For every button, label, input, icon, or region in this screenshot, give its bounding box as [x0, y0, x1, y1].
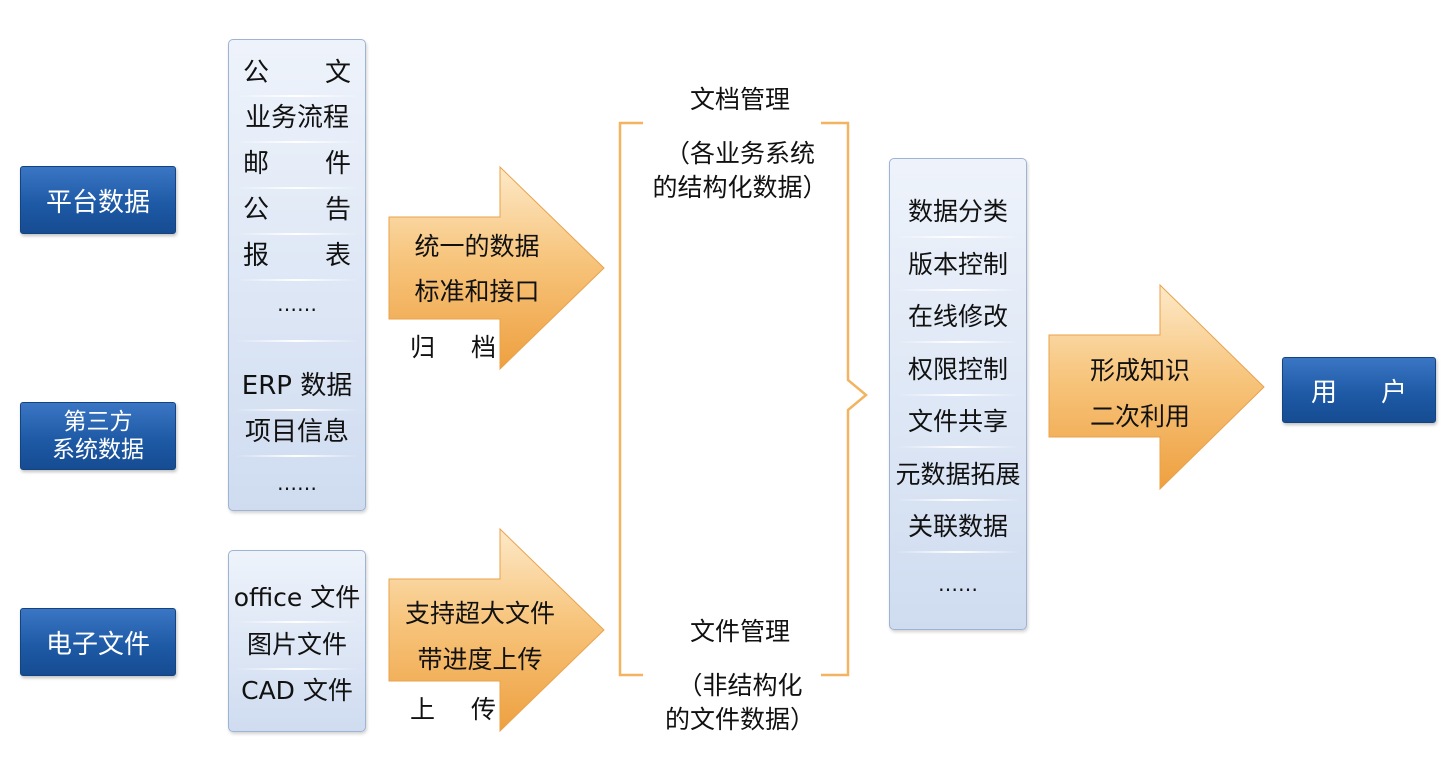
feature-item: 权限控制	[907, 355, 1008, 384]
list-item-image: 图片文件	[246, 630, 347, 659]
list-item-project: 项目信息	[244, 417, 349, 447]
doc-mgmt-title: 文档管理	[689, 85, 790, 114]
list-item-cad: CAD 文件	[241, 676, 353, 705]
user-label-2: 户	[1380, 377, 1407, 408]
feature-item: 数据分类	[907, 197, 1008, 226]
file-types-panel: office 文件 图片文件 CAD 文件	[228, 550, 366, 732]
doc-mgmt-sub2: 的结构化数据）	[652, 173, 828, 202]
file-mgmt-title: 文件管理	[689, 617, 790, 646]
feature-item: 文件共享	[907, 407, 1008, 436]
list-item-notice: 公 告	[243, 195, 351, 225]
archive-arrow-line1: 统一的数据	[414, 232, 540, 261]
electronic-files-box: 电子文件	[20, 608, 176, 676]
list-item-ellipsis: ……	[277, 292, 317, 316]
archive-arrow-line2: 标准和接口	[414, 277, 540, 306]
list-item-workflow: 业务流程	[244, 103, 349, 133]
file-mgmt-sub2: 的文件数据）	[664, 705, 815, 734]
feature-item: 关联数据	[907, 512, 1008, 541]
feature-item: 在线修改	[907, 302, 1008, 331]
doc-mgmt-sub1: （各业务系统	[664, 139, 815, 168]
knowledge-arrow-line1: 形成知识	[1089, 356, 1190, 385]
knowledge-arrow-line2: 二次利用	[1089, 402, 1190, 431]
third-party-data-box: 第三方 系统数据	[20, 402, 176, 470]
electronic-files-label: 电子文件	[45, 629, 150, 660]
list-item-ellipsis: ……	[277, 471, 317, 495]
feature-item: 版本控制	[907, 250, 1008, 279]
list-item-report: 报 表	[243, 241, 351, 271]
knowledge-arrow	[1048, 284, 1265, 490]
file-mgmt-sub1: （非结构化	[677, 671, 803, 700]
upload-arrow	[388, 528, 605, 732]
list-item-mail: 邮 件	[243, 149, 351, 179]
platform-data-box: 平台数据	[20, 166, 176, 234]
feature-item: ……	[938, 572, 978, 596]
third-party-label-line1: 第三方	[63, 409, 133, 435]
upload-arrow-line2: 带进度上传	[417, 645, 543, 674]
archive-arrow	[388, 166, 605, 370]
left-bracket	[618, 121, 643, 677]
user-label-1: 用	[1311, 377, 1338, 408]
upload-label: 上 传	[410, 695, 496, 724]
structured-data-panel: 公 文 业务流程 邮 件 公 告 报 表 …… ERP 数据 项目信息 ……	[228, 39, 366, 511]
features-panel: 数据分类 版本控制 在线修改 权限控制 文件共享 元数据拓展 关联数据 ……	[889, 158, 1027, 630]
upload-arrow-line1: 支持超大文件	[404, 599, 555, 628]
right-bracket	[821, 121, 868, 677]
list-item-office: office 文件	[233, 583, 361, 612]
list-item-gongwen: 公 文	[243, 58, 351, 88]
platform-data-label: 平台数据	[45, 187, 150, 218]
feature-item: 元数据拓展	[895, 460, 1021, 489]
third-party-label-line2: 系统数据	[52, 437, 144, 463]
archive-label: 归 档	[410, 333, 496, 362]
user-box: 用 户	[1282, 357, 1436, 423]
list-item-erp: ERP 数据	[241, 371, 353, 401]
